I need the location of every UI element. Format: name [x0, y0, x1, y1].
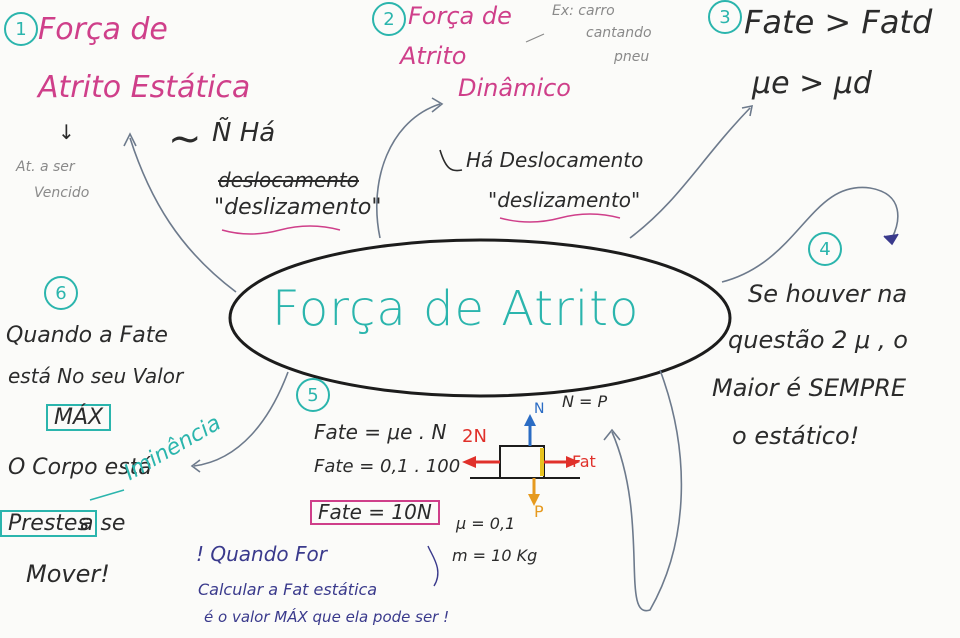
branch-6-line3: MÁX	[46, 404, 112, 432]
branch-1-tilde: ~	[168, 116, 202, 162]
branch-4-line3: Maior é SEMPRE	[712, 374, 907, 402]
connector-5	[193, 371, 289, 467]
block	[499, 445, 545, 479]
branch-1-no-line1: Ñ Há	[212, 118, 276, 148]
branch-5-mass: m = 10 Kg	[452, 546, 538, 565]
branch-6-line1: Quando a Fate	[6, 323, 168, 348]
branch-2-title-line2: Atrito	[400, 42, 467, 70]
tilde-arrow-2	[439, 149, 463, 172]
center-ellipse	[228, 238, 732, 398]
connector-5-head	[190, 459, 201, 473]
branch-5-n-equals-p: N = P	[562, 392, 608, 411]
branch-1-no-line3: "deslizamento"	[214, 195, 382, 220]
branch-5-fat-label: Fat	[572, 452, 596, 471]
branch-6-line6: a se	[80, 511, 126, 536]
branch-5-note-line1: ! Quando For	[196, 542, 327, 566]
branch-5-mu: μ = 0,1	[456, 514, 516, 533]
connector-1	[129, 137, 237, 293]
branch-2-has-line2: "deslizamento"	[488, 188, 641, 212]
connector-6-head	[603, 428, 621, 441]
branch-6-line2: está No seu Valor	[8, 364, 184, 388]
branch-4-line4: o estático!	[732, 422, 860, 450]
branch-2-example-line3: pneu	[614, 49, 650, 65]
branch-5-force-applied: 2N	[462, 426, 487, 447]
branch-2-example-line2: cantando	[586, 25, 652, 41]
branch-3-line2: μe > μd	[752, 66, 872, 101]
squiggle-1	[221, 225, 341, 235]
branch-1-no-line2: deslocamento	[218, 168, 360, 192]
branch-6-line4: O Corpo está	[8, 455, 152, 480]
branch-2-title-line1: Força de	[408, 2, 512, 30]
branch-4-line2: questão 2 μ , o	[728, 326, 908, 354]
branch-1-note-line1: At. a ser	[16, 159, 75, 175]
branch-4-line1: Se houver na	[748, 280, 908, 308]
branch-3-number: 3	[708, 0, 742, 34]
connector-2-head	[431, 97, 444, 113]
connector-4-head	[883, 233, 899, 246]
squiggle-2	[499, 213, 621, 223]
center-title: Força de Atrito	[272, 281, 640, 337]
connector-4	[721, 186, 899, 283]
branch-5-eq3: Fate = 10N	[310, 500, 440, 525]
branch-6-line5: Prestes	[0, 510, 97, 538]
branch-5-weight-label: P	[534, 502, 544, 521]
imminence-arrow	[89, 489, 125, 501]
branch-5-normal-label: N	[534, 401, 545, 417]
branch-5-note-line3: é o valor MÁX que ela pode ser !	[204, 608, 450, 626]
branch-6-number: 6	[44, 276, 78, 310]
branch-5-eq1: Fate = μe . N	[314, 420, 447, 444]
note-arrow	[427, 545, 439, 587]
branch-1-down-arrow: ↓	[58, 120, 75, 144]
normal-arrow-head	[524, 414, 536, 426]
branch-1-number: 1	[4, 12, 38, 46]
branch-2-title-line3: Dinâmico	[458, 74, 571, 102]
connector-3	[629, 107, 751, 239]
branch-3-line1: Fate > Fatd	[744, 3, 933, 41]
branch-2-has-line1: Há Deslocamento	[466, 148, 644, 172]
friction-arrow-head	[566, 456, 580, 468]
branch-1-title-line1: Força de	[38, 12, 168, 47]
branch-5-eq2: Fate = 0,1 . 100	[314, 456, 461, 477]
branch-2-number: 2	[372, 2, 406, 36]
branch-1-note-line2: Vencido	[34, 185, 90, 201]
connector-6	[611, 369, 683, 612]
connector-2	[376, 103, 441, 239]
branch-6-line7: Mover!	[26, 560, 110, 588]
applied-force-arrow-head	[462, 456, 476, 468]
branch-4-number: 4	[808, 232, 842, 266]
branch-5-note-line2: Calcular a Fat estática	[198, 580, 378, 599]
connector-3-head	[741, 104, 754, 117]
branch-2-example-line1: Ex: carro	[552, 3, 615, 19]
example-arrow	[525, 33, 545, 43]
connector-1-head	[123, 132, 137, 147]
block-highlight	[540, 448, 544, 476]
weight-arrow-head	[528, 494, 540, 506]
branch-5-number: 5	[296, 378, 330, 412]
branch-1-title-line2: Atrito Estática	[38, 70, 251, 105]
